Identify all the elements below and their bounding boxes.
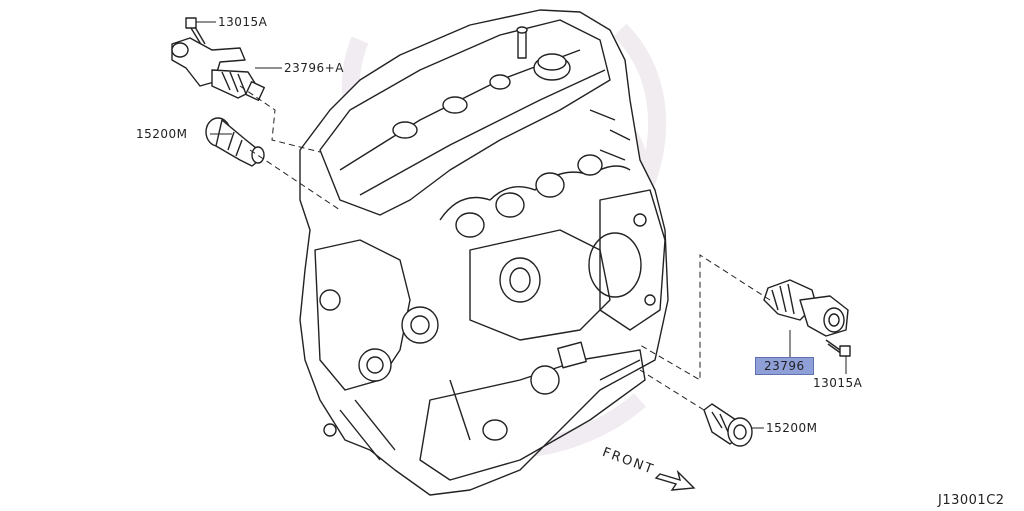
filter-right-icon — [703, 403, 753, 447]
solenoid-top-icon — [171, 37, 266, 102]
front-arrow-icon — [654, 469, 696, 491]
bolt-right-icon — [825, 339, 851, 357]
callout-bolt-top: 13015A — [218, 15, 268, 29]
solenoid-right-icon — [763, 279, 849, 337]
filter-left-icon — [205, 117, 265, 167]
callout-filter-right: 15200M — [766, 421, 818, 435]
engine-block — [299, 9, 669, 496]
callout-solenoid-right: 23796 — [755, 357, 814, 375]
leader-lines — [196, 21, 847, 429]
callout-solenoid-top: 23796+A — [284, 61, 344, 75]
callout-bolt-right: 13015A — [813, 376, 863, 390]
drawing-code: J13001C2 — [938, 493, 1005, 508]
bolt-top-icon — [185, 17, 206, 47]
callout-filter-left: 15200M — [136, 127, 188, 141]
